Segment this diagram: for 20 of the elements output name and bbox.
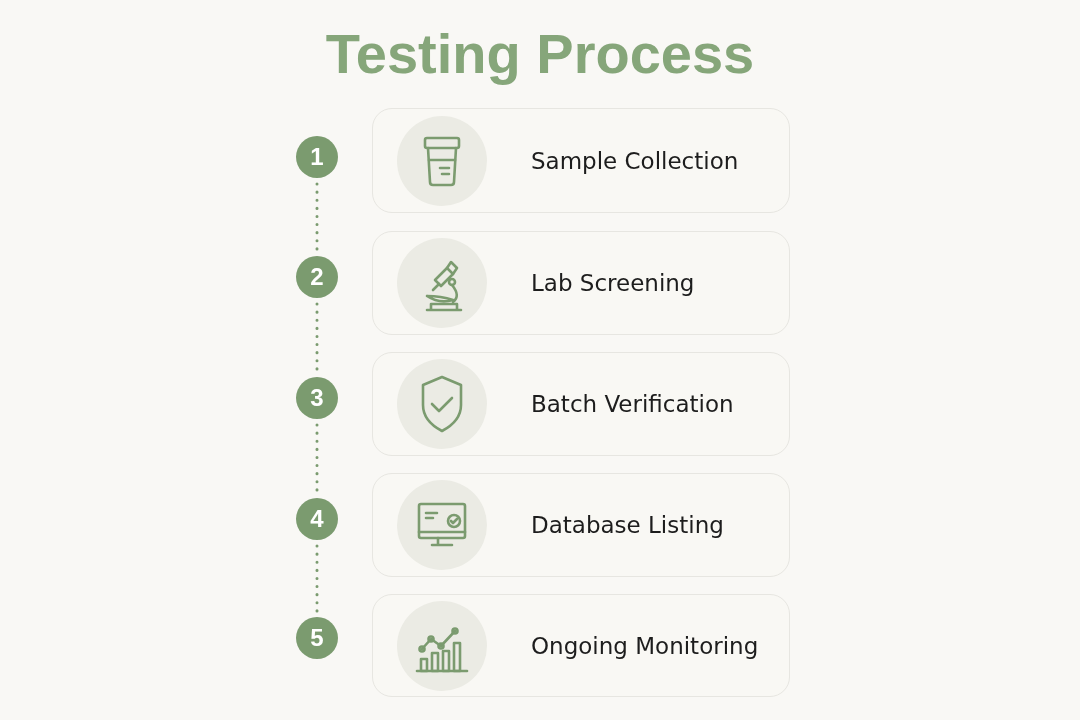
step-card xyxy=(372,108,790,213)
dotted-connector xyxy=(315,544,319,613)
step-card xyxy=(372,352,790,456)
dotted-connector xyxy=(315,182,319,252)
step-label: Batch Verification xyxy=(531,389,735,419)
diagram-title: Testing Process xyxy=(324,21,756,87)
step-label: Lab Screening xyxy=(531,268,696,298)
step-number-badge: 4 xyxy=(296,498,338,540)
step-label: Ongoing Monitoring xyxy=(531,631,760,661)
step-card xyxy=(372,594,790,697)
step-number-badge: 2 xyxy=(296,256,338,298)
dotted-connector xyxy=(315,302,319,373)
step-number-badge: 5 xyxy=(296,617,338,659)
dotted-connector xyxy=(315,423,319,494)
step-number-badge: 1 xyxy=(296,136,338,178)
step-label: Sample Collection xyxy=(531,146,740,176)
step-label: Database Listing xyxy=(531,510,725,540)
step-card xyxy=(372,231,790,335)
step-card xyxy=(372,473,790,577)
step-number-badge: 3 xyxy=(296,377,338,419)
